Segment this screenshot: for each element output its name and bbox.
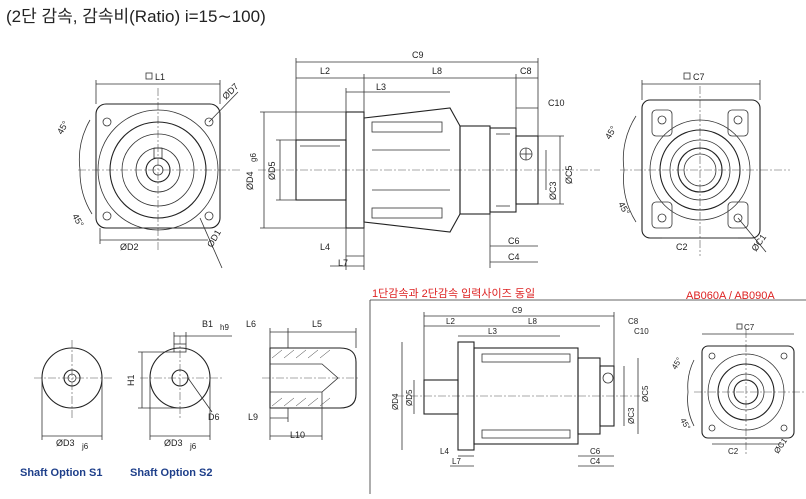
dim-c3: ØC3 [548, 181, 558, 200]
dim-c9-small: C9 [512, 306, 523, 315]
dim-l7: L7 [338, 258, 348, 268]
screw-hole-icon [708, 352, 716, 360]
dim-d6: D6 [208, 412, 220, 422]
dim-l1: L1 [155, 72, 165, 82]
dim-d3-s1: ØD3 [56, 438, 75, 448]
screw-hole-icon [733, 213, 743, 223]
dim-c5-small: ØC5 [641, 385, 650, 402]
dim-d4-sub: g6 [249, 153, 258, 162]
dim-c5: ØC5 [564, 165, 574, 184]
square-symbol-icon [145, 72, 153, 80]
shaft-section-view: L6 L5 L9 L10 [246, 319, 360, 440]
screw-hole-icon [780, 352, 788, 360]
dim-c2: C2 [676, 242, 688, 252]
dim-c6: C6 [508, 236, 520, 246]
screw-hole-icon [657, 115, 667, 125]
screw-hole-icon [780, 424, 788, 432]
dim-h1: H1 [126, 374, 136, 386]
dim-l2-small: L2 [446, 317, 455, 326]
square-symbol-icon [683, 72, 691, 80]
screw-hole-icon [102, 211, 112, 221]
dim-d7: ØD7 [220, 81, 240, 101]
dim-angle-c: 45° [603, 124, 619, 141]
dim-l8-small: L8 [528, 317, 537, 326]
screw-hole-icon [102, 117, 112, 127]
dim-c9: C9 [412, 50, 424, 60]
model-label: AB060A / AB090A [686, 290, 775, 302]
dim-angle-a: 45° [55, 119, 71, 136]
model-variant-panel: 1단감속과 2단감속 입력사이즈 동일 AB060A / AB090A C9 L… [369, 286, 806, 494]
dim-d5: ØD5 [267, 161, 277, 180]
dim-l3-small: L3 [488, 327, 497, 336]
dim-angle-f: 45° [678, 417, 692, 432]
dim-l3: L3 [376, 82, 386, 92]
dim-c7-small: C7 [744, 323, 755, 332]
keyway-icon [173, 343, 187, 353]
dim-d3-sub-s2: j6 [189, 442, 197, 451]
dim-c4-small: C4 [590, 457, 601, 466]
dim-l4-small: L4 [440, 447, 449, 456]
dim-l4: L4 [320, 242, 330, 252]
shaft-option-s2-label: Shaft Option S2 [130, 467, 213, 479]
dim-d3-s2: ØD3 [164, 438, 183, 448]
dim-b1: B1 [202, 319, 213, 329]
dim-l2: L2 [320, 66, 330, 76]
dim-angle-e: 45° [670, 356, 684, 371]
dim-d2: ØD2 [120, 242, 139, 252]
dim-d4: ØD4 [245, 171, 255, 190]
rear-view-right: C7 45° 45° C2 ØC1 [603, 72, 790, 256]
dim-l10: L10 [290, 430, 305, 440]
dim-angle-b: 45° [70, 212, 86, 229]
dim-c6-small: C6 [590, 447, 601, 456]
screw-hole-icon [204, 211, 214, 221]
screw-hole-icon [733, 115, 743, 125]
flange-square [95, 103, 221, 229]
screw-hole-icon [204, 117, 214, 127]
dim-c10: C10 [548, 98, 565, 108]
dim-b1-sub: h9 [220, 323, 229, 332]
dim-d4-small: ØD4 [391, 393, 400, 410]
keyway-icon [153, 147, 163, 159]
dim-c7: C7 [693, 72, 705, 82]
dim-l8: L8 [432, 66, 442, 76]
screw-hole-icon [602, 372, 614, 384]
note-same-input-size: 1단감속과 2단감속 입력사이즈 동일 [372, 286, 535, 300]
dim-angle-d: 45° [616, 200, 632, 217]
dim-c10-small: C10 [634, 327, 649, 336]
front-view-left: L1 ØD7 45° 45° ØD2 ØD1 [55, 72, 241, 269]
dim-l7-small: L7 [452, 457, 461, 466]
dim-c4: C4 [508, 252, 520, 262]
drawing-title: (2단 감속, 감속비(Ratio) i=15∼100) [6, 7, 266, 26]
dim-c3-small: ØC3 [627, 407, 636, 424]
shaft-option-s2: B1 h9 H1 D6 ØD3 j6 [126, 319, 232, 451]
side-view-main: C9 L2 L8 C8 L3 C10 ØD4 g6 ØD5 ØC3 ØC5 C6 [245, 50, 600, 270]
dim-d5-small: ØD5 [405, 389, 414, 406]
screw-hole-icon [657, 213, 667, 223]
dim-l5: L5 [312, 319, 322, 329]
square-symbol-icon [736, 323, 743, 330]
shaft-option-s1-label: Shaft Option S1 [20, 467, 103, 479]
dim-d3-sub-s1: j6 [81, 442, 89, 451]
dim-c1-small: ØC1 [772, 436, 789, 455]
shaft-option-s1: ØD3 j6 [34, 340, 112, 451]
dim-l6: L6 [246, 319, 256, 329]
dim-c8: C8 [520, 66, 532, 76]
dim-c2-small: C2 [728, 447, 739, 456]
dim-l9: L9 [248, 412, 258, 422]
dim-c8-small: C8 [628, 317, 639, 326]
dim-d1: ØD1 [205, 228, 223, 249]
screw-hole-icon [708, 424, 716, 432]
